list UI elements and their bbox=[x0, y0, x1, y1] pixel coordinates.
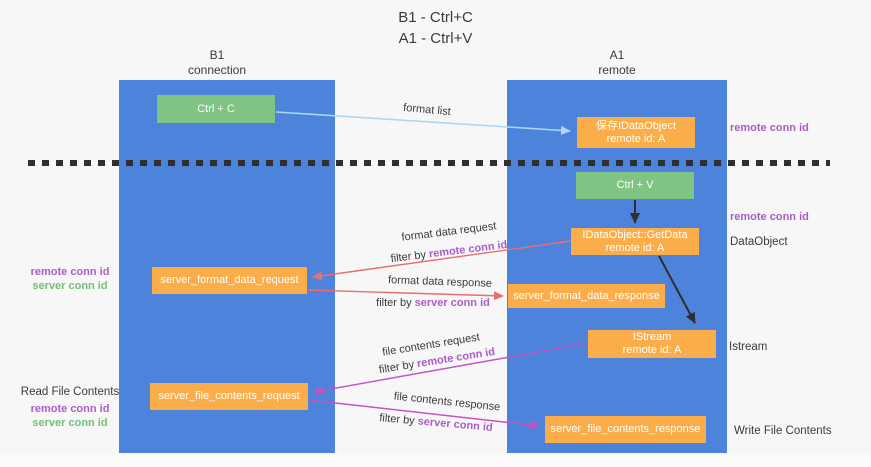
right-column-header: A1 remote bbox=[557, 48, 677, 78]
left-column-role: connection bbox=[187, 63, 247, 77]
save-idataobject-line2: remote id: A bbox=[606, 132, 666, 145]
server-file-contents-request-label: server_file_contents_request bbox=[158, 390, 300, 402]
label-format-data-request: format data request bbox=[400, 220, 498, 244]
title-line-1: B1 - Ctrl+C bbox=[398, 9, 473, 26]
istream-line2: remote id: A bbox=[622, 344, 682, 356]
node-istream: IStream remote id: A bbox=[588, 330, 716, 358]
server-format-data-response-label: server_format_data_response bbox=[513, 289, 660, 302]
node-ctrl-c: Ctrl + C bbox=[157, 95, 275, 123]
arrow-format-data-response bbox=[307, 289, 504, 301]
node-server-format-data-response: server_format_data_response bbox=[508, 284, 665, 308]
server-format-data-request-label: server_format_data_request bbox=[160, 274, 299, 286]
istream-line1: IStream bbox=[632, 331, 672, 343]
bottom-background-strip bbox=[0, 455, 871, 467]
left-column-name: B1 bbox=[209, 48, 225, 62]
filter-by-remote-conn-id: remote conn id bbox=[428, 238, 508, 261]
right-column-role: remote bbox=[598, 63, 636, 77]
filter-by-prefix: filter by bbox=[378, 358, 419, 377]
right-column-name: A1 bbox=[609, 48, 625, 62]
right-label-remote-conn-id-mid: remote conn id bbox=[730, 211, 809, 223]
left-label-server-conn-id-2: server conn id bbox=[32, 417, 108, 429]
title-line-2: A1 - Ctrl+V bbox=[398, 30, 473, 47]
label-filter-format-data-response: filter by server conn id bbox=[376, 297, 490, 309]
right-label-remote-conn-id-top: remote conn id bbox=[730, 122, 809, 134]
left-label-server-conn-id-1: server conn id bbox=[32, 280, 108, 292]
node-ctrl-v: Ctrl + V bbox=[576, 172, 694, 199]
left-label-block-file: Read File Contents remote conn id server… bbox=[5, 385, 135, 430]
left-label-remote-conn-id-2: remote conn id bbox=[30, 403, 110, 415]
left-label-read-file-contents: Read File Contents bbox=[20, 386, 120, 398]
node-idataobject-getdata: IDataObject::GetData remote id: A bbox=[571, 228, 699, 255]
getdata-line2: remote id: A bbox=[605, 241, 665, 254]
label-format-data-response: format data response bbox=[387, 274, 493, 290]
left-label-remote-conn-id-1: remote conn id bbox=[30, 266, 110, 278]
label-format-list: format list bbox=[402, 101, 452, 119]
diagram-title: B1 - Ctrl+C A1 - Ctrl+V bbox=[0, 7, 871, 49]
left-label-block-format: remote conn id server conn id bbox=[5, 265, 135, 293]
getdata-line1: IDataObject::GetData bbox=[582, 228, 688, 241]
node-server-file-contents-response: server_file_contents_response bbox=[545, 416, 706, 443]
left-column-header: B1 connection bbox=[157, 48, 277, 78]
filter-by-server-conn-id: server conn id bbox=[417, 415, 494, 434]
ctrl-v-label: Ctrl + V bbox=[616, 179, 654, 191]
server-file-contents-response-label: server_file_contents_response bbox=[550, 423, 701, 435]
node-save-idataobject: 保存IDataObject remote id: A bbox=[577, 117, 695, 148]
right-label-istream: Istream bbox=[729, 341, 768, 353]
filter-by-server-conn-id: server conn id bbox=[414, 297, 490, 309]
ctrl-c-label: Ctrl + C bbox=[197, 102, 235, 115]
save-idataobject-line1: 保存IDataObject bbox=[595, 119, 677, 132]
label-file-contents-response: file contents response bbox=[393, 390, 501, 414]
node-server-format-data-request: server_format_data_request bbox=[152, 267, 307, 294]
right-label-dataobject: DataObject bbox=[730, 236, 788, 248]
filter-by-prefix: filter by bbox=[378, 412, 419, 428]
dashed-separator-line bbox=[28, 160, 830, 166]
node-server-file-contents-request: server_file_contents_request bbox=[150, 383, 308, 410]
label-filter-file-contents-response: filter by server conn id bbox=[379, 412, 493, 434]
right-label-write-file-contents: Write File Contents bbox=[734, 425, 832, 437]
filter-by-prefix: filter by bbox=[376, 297, 415, 309]
filter-by-prefix: filter by bbox=[390, 248, 430, 266]
